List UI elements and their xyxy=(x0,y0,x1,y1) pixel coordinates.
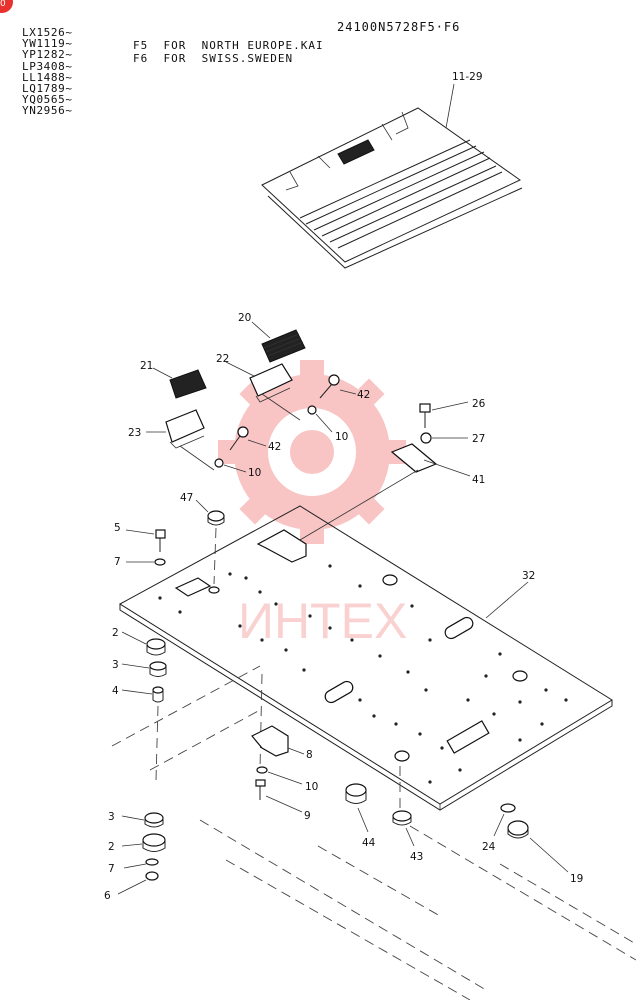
bolt-42-lower xyxy=(229,426,267,451)
mount-3-lower xyxy=(121,812,164,828)
cap-43 xyxy=(392,810,415,847)
bolt-42-upper xyxy=(319,374,357,399)
bolt-9 xyxy=(255,779,303,813)
variant-notes: F5 FOR NORTH EUROPE.KAI F6 FOR SWISS.SWE… xyxy=(133,39,324,65)
washer-27 xyxy=(420,432,468,444)
callout-2-upper: 2 xyxy=(112,627,119,639)
callout-2-lower: 2 xyxy=(108,841,115,853)
pedal-23 xyxy=(146,409,215,471)
serial-number: YN2956~ xyxy=(22,104,73,118)
callout-4: 4 xyxy=(112,685,119,697)
callout-23: 23 xyxy=(128,427,141,439)
pedal-pad-21 xyxy=(152,367,207,399)
callout-labels: 11-29 20 21 22 23 42 42 10 10 26 27 41 4… xyxy=(104,71,583,902)
cap-47 xyxy=(195,499,225,585)
corner-badge-text: 0 xyxy=(0,0,6,9)
callout-42-upper: 42 xyxy=(357,389,370,401)
washer-10-lower xyxy=(256,766,268,774)
drawing-code: 24100N5728F5·F6 xyxy=(337,20,461,34)
variant-note-f6: F6 FOR SWISS.SWEDEN xyxy=(133,52,294,65)
callout-8: 8 xyxy=(306,749,313,761)
callout-22: 22 xyxy=(216,353,229,365)
callout-26: 26 xyxy=(472,398,486,410)
corner-badge: 0 xyxy=(0,0,13,13)
callout-7-lower: 7 xyxy=(108,863,115,875)
callout-11-29: 11-29 xyxy=(452,71,483,83)
callout-24: 24 xyxy=(482,841,496,853)
serial-number: LL1488~ xyxy=(22,70,73,84)
washer-7-upper xyxy=(126,558,166,566)
serial-number: YQ0565~ xyxy=(22,93,73,107)
serial-number: LQ1789~ xyxy=(22,82,73,96)
callout-6: 6 xyxy=(104,890,111,902)
floor-plate-32 xyxy=(119,505,613,811)
callout-41: 41 xyxy=(472,474,485,486)
spacer-4 xyxy=(121,686,164,703)
callout-32: 32 xyxy=(522,570,535,582)
washer-10-middle xyxy=(214,458,224,468)
variant-note-f5: F5 FOR NORTH EUROPE.KAI xyxy=(133,39,324,52)
nut-6 xyxy=(117,871,159,895)
cap-24 xyxy=(493,803,516,837)
callout-42-lower: 42 xyxy=(268,441,281,453)
mount-2-lower xyxy=(121,833,166,852)
pedal-22 xyxy=(225,361,301,421)
bolt-26 xyxy=(419,401,469,428)
callout-3-lower: 3 xyxy=(108,811,115,823)
serial-number: LX1526~ xyxy=(22,26,73,39)
callout-10-upper: 10 xyxy=(335,431,348,443)
watermark-text: ИНТЕХ xyxy=(238,593,407,649)
bracket-41 xyxy=(299,443,471,541)
callout-47: 47 xyxy=(180,492,193,504)
frame-outline xyxy=(111,665,636,1000)
cap-44 xyxy=(345,783,369,833)
callout-9: 9 xyxy=(304,810,311,822)
washer-10-upper xyxy=(307,405,317,415)
washer-7-lower xyxy=(123,858,159,869)
serial-number-list: LX1526~ YW1119~ YP1282~ LP3408~ LL1488~ … xyxy=(22,27,73,117)
serial-number: YP1282~ xyxy=(22,48,73,62)
cap-19 xyxy=(507,820,569,873)
serial-number: LP3408~ xyxy=(22,59,73,73)
callout-5: 5 xyxy=(114,522,121,534)
callout-20: 20 xyxy=(238,312,251,324)
mount-3-upper xyxy=(121,661,167,677)
callout-7-upper: 7 xyxy=(114,556,121,568)
watermark-gear-logo xyxy=(218,360,406,544)
pedal-pad-20 xyxy=(251,321,306,363)
cover-plate-11-29 xyxy=(261,83,523,269)
bolt-5 xyxy=(125,529,166,552)
serial-number: YW1119~ xyxy=(22,37,73,51)
callout-43: 43 xyxy=(410,851,423,863)
bracket-8 xyxy=(251,725,305,757)
callout-19: 19 xyxy=(570,873,583,885)
callout-10-middle: 10 xyxy=(248,467,261,479)
callout-3-upper: 3 xyxy=(112,659,119,671)
callout-44: 44 xyxy=(362,837,376,849)
mount-2-upper xyxy=(121,631,166,656)
callout-21: 21 xyxy=(140,360,153,372)
callout-10-lower: 10 xyxy=(305,781,318,793)
callout-27: 27 xyxy=(472,433,485,445)
